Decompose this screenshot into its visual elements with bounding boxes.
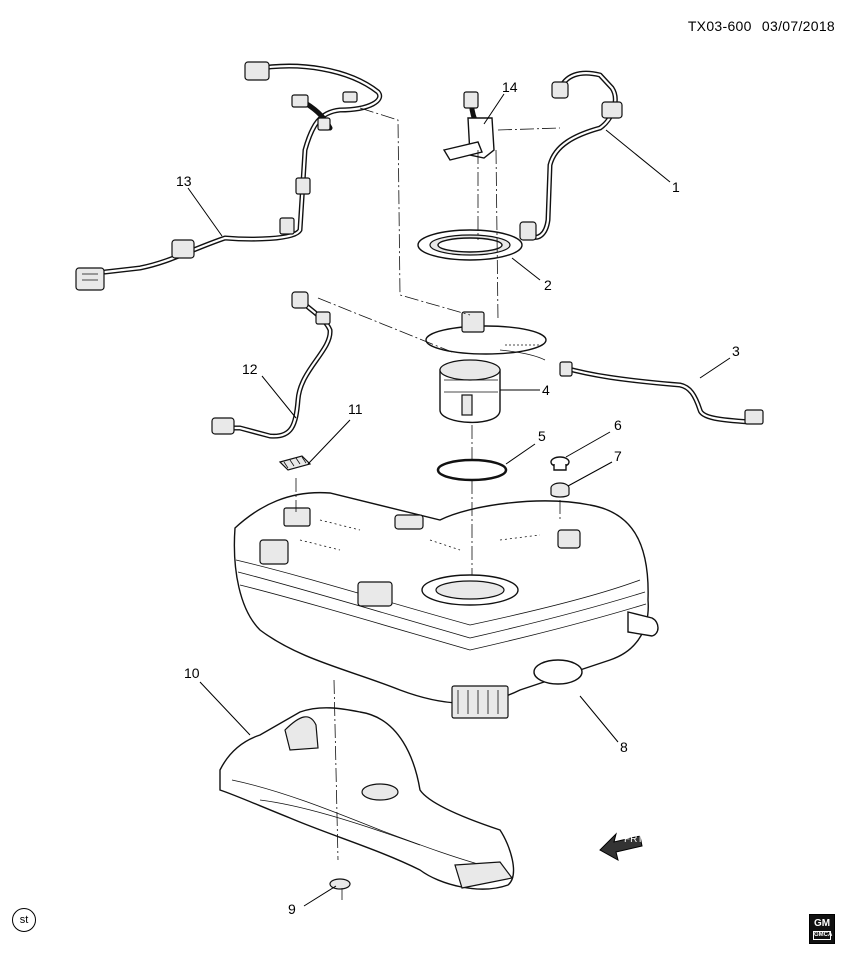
diagram-header: TX03-600 03/07/2018 xyxy=(682,18,835,34)
callout-14: 14 xyxy=(502,79,518,95)
diagram-code: TX03-600 xyxy=(687,18,752,34)
wiring-harness xyxy=(75,61,383,291)
callout-3: 3 xyxy=(732,343,740,359)
callout-9: 9 xyxy=(288,901,296,917)
corner-badge: st xyxy=(12,908,36,932)
fuel-tank xyxy=(233,491,659,719)
callout-12: 12 xyxy=(242,361,258,377)
insulator-pad xyxy=(278,455,312,471)
fuel-pump-module xyxy=(425,311,547,424)
fuel-return-pipe xyxy=(559,361,764,425)
callout-5: 5 xyxy=(538,428,546,444)
fuel-feed-pipe xyxy=(519,70,623,241)
fuel-pump-lock-ring xyxy=(417,229,523,261)
front-direction-arrow: FRT xyxy=(599,832,643,861)
callout-1: 1 xyxy=(672,179,680,195)
gm-logo: GM GMCA xyxy=(809,914,835,944)
callout-11: 11 xyxy=(348,401,363,417)
front-arrow-label: FRT xyxy=(624,834,643,845)
fuel-pump-seal xyxy=(436,458,508,482)
diagram-date: 03/07/2018 xyxy=(761,18,835,34)
callout-10: 10 xyxy=(184,665,200,681)
callout-8: 8 xyxy=(620,739,628,755)
leader-lines xyxy=(187,93,731,907)
gm-logo-text: GM xyxy=(813,918,831,929)
heat-shield xyxy=(219,707,515,890)
fuel-level-sensor xyxy=(442,91,495,161)
alignment-lines xyxy=(295,107,561,900)
callout-2: 2 xyxy=(544,277,552,293)
callout-13: 13 xyxy=(176,173,192,189)
gm-logo-subtext: GMCA xyxy=(813,931,833,940)
callout-6: 6 xyxy=(614,417,622,433)
grommet xyxy=(550,482,570,498)
callout-labels: 1 2 3 4 5 6 7 8 9 10 11 12 13 14 xyxy=(176,79,740,917)
cap-plug xyxy=(550,456,570,471)
callout-4: 4 xyxy=(542,382,550,398)
callout-7: 7 xyxy=(614,448,622,464)
evap-pipe xyxy=(211,291,333,439)
